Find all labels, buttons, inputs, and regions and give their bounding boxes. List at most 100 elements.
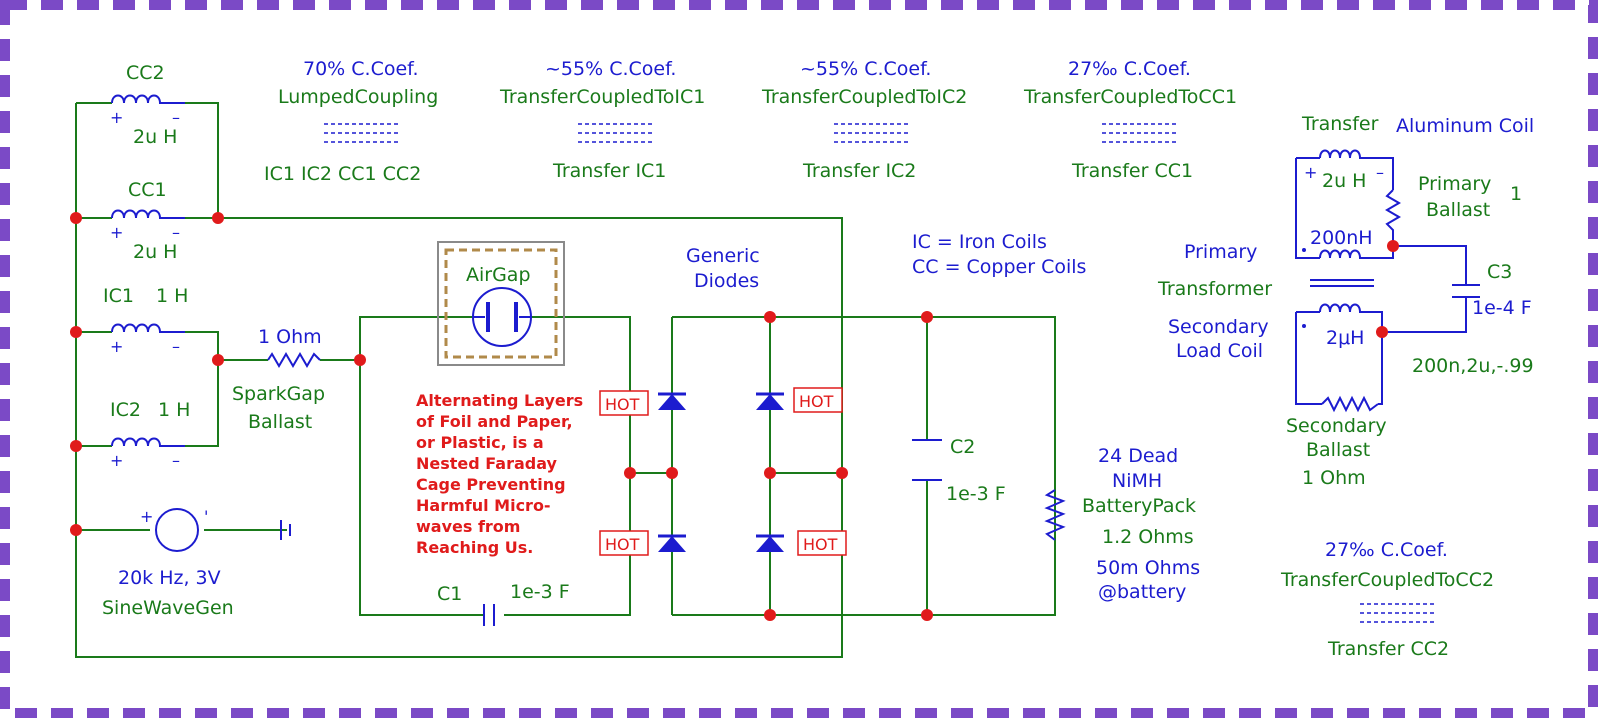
coupling-target: Transfer IC2	[802, 160, 916, 182]
sparkgap-label: SparkGap	[232, 383, 325, 405]
cc1-value: 2u H	[133, 241, 177, 263]
battery-line: NiMH	[1112, 470, 1162, 492]
primary-ballast-value: 1	[1510, 183, 1522, 205]
minus-mark: '	[204, 507, 208, 526]
secondary-inductance: 2μH	[1326, 327, 1364, 349]
c3-params: 200n,2u,-.99	[1412, 355, 1534, 377]
coupling-coef: ~55% C.Coef.	[545, 58, 676, 80]
coupling-target: IC1 IC2 CC1 CC2	[264, 163, 421, 185]
transfer-title: Transfer	[1301, 113, 1379, 135]
warning-line: Harmful Micro-	[416, 496, 551, 515]
warning-note: Alternating Layers of Foil and Paper, or…	[416, 391, 583, 557]
warning-line: of Foil and Paper,	[416, 412, 573, 431]
transfer-coil-value: 2u H	[1322, 170, 1366, 192]
diodes-label-1: Generic	[686, 245, 760, 267]
minus-mark: –	[172, 451, 180, 470]
hot-tag: HOT	[793, 387, 843, 413]
warning-line: Nested Faraday	[416, 454, 558, 473]
transfer-circuit: Transfer Aluminum Coil + 2u H – Primary …	[1157, 113, 1534, 489]
c3-label: C3	[1487, 261, 1512, 283]
coupling-type: TransferCoupledToCC1	[1023, 86, 1237, 108]
secondary-ballast-value: 1 Ohm	[1302, 467, 1366, 489]
airgap-loop	[359, 316, 631, 616]
plus-mark: +	[1304, 163, 1317, 182]
battery-line: 1.2 Ohms	[1102, 526, 1194, 548]
minus-mark: –	[172, 108, 180, 127]
coupling-type: TransferCoupledToIC1	[499, 86, 705, 108]
minus-mark: –	[172, 337, 180, 356]
legend-cc: CC = Copper Coils	[912, 256, 1086, 278]
coupling-cc1: 27‰ C.Coef. TransferCoupledToCC1 Transfe…	[1023, 58, 1237, 182]
c2-label: C2	[950, 436, 975, 458]
coupling-type: LumpedCoupling	[278, 86, 438, 108]
hot-tag: HOT	[599, 390, 649, 416]
primary-inductance: 200nH	[1310, 227, 1373, 249]
airgap-label: AirGap	[466, 264, 531, 286]
ic2-value: 1 H	[158, 399, 190, 421]
plus-mark: +	[110, 108, 123, 127]
cc2-value: 2u H	[133, 126, 177, 148]
plus-mark: +	[110, 223, 123, 242]
primary-ballast-label2: Ballast	[1426, 199, 1490, 221]
coupling-coef: 27‰ C.Coef.	[1325, 539, 1448, 561]
coupling-ic2: ~55% C.Coef. TransferCoupledToIC2 Transf…	[761, 58, 967, 182]
diodes: Generic Diodes	[658, 245, 784, 552]
coupling-coef: 70% C.Coef.	[303, 58, 419, 80]
hot-text: HOT	[605, 395, 640, 414]
ic2-label: IC2	[110, 399, 141, 421]
warning-line: Reaching Us.	[416, 538, 533, 557]
coupling-lumped: 70% C.Coef. LumpedCoupling IC1 IC2 CC1 C…	[264, 58, 438, 185]
battery-line: 24 Dead	[1098, 445, 1178, 467]
c1-label: C1	[437, 583, 462, 605]
secondary-label: Secondary	[1168, 316, 1269, 338]
diodes-label-2: Diodes	[694, 270, 759, 292]
generator-name: SineWaveGen	[102, 597, 234, 619]
battery-line: BatteryPack	[1082, 495, 1196, 517]
primary-ballast-label: Primary	[1418, 173, 1491, 195]
warning-line: Alternating Layers	[416, 391, 583, 410]
warning-line: waves from	[416, 517, 520, 536]
coupling-ic1: ~55% C.Coef. TransferCoupledToIC1 Transf…	[499, 58, 705, 182]
ballast-label: Ballast	[248, 411, 312, 433]
secondary-ballast-label: Secondary	[1286, 415, 1387, 437]
plus-mark: +	[110, 337, 123, 356]
sparkgap-ballast-value: 1 Ohm	[258, 326, 322, 348]
warning-line: Cage Preventing	[416, 475, 566, 494]
inductor-cc1: CC1 2u H + –	[110, 179, 185, 263]
coupling-type: TransferCoupledToIC2	[761, 86, 967, 108]
sparkgap-ballast-resistor: 1 Ohm SparkGap Ballast	[232, 326, 325, 433]
hot-tag: HOT	[797, 530, 847, 556]
c2-value: 1e-3 F	[946, 483, 1006, 505]
inductor-ic2: IC2 1 H + –	[110, 399, 190, 470]
diode-bridge-wires	[630, 316, 1056, 616]
battery-pack: 24 Dead NiMH BatteryPack 1.2 Ohms 50m Oh…	[1044, 440, 1200, 603]
transformer-label: Transformer	[1157, 278, 1272, 300]
hot-text: HOT	[605, 535, 640, 554]
inductor-cc2: CC2 2u H + –	[110, 62, 185, 148]
load-coil-label: Load Coil	[1176, 340, 1263, 362]
battery-line: @battery	[1098, 581, 1186, 603]
capacitor-c1: C1 1e-3 F	[437, 581, 570, 626]
generator-freq: 20k Hz, 3V	[118, 567, 221, 589]
minus-mark: –	[172, 223, 180, 242]
c1-value: 1e-3 F	[510, 581, 570, 603]
hot-text: HOT	[803, 535, 838, 554]
inductor-ic1: IC1 1 H + –	[103, 285, 188, 356]
airgap: AirGap	[437, 241, 565, 366]
coupling-target: Transfer CC1	[1071, 160, 1193, 182]
capacitor-c2: C2 1e-3 F	[912, 436, 1006, 505]
coupling-target: Transfer IC1	[552, 160, 666, 182]
hot-text: HOT	[799, 392, 834, 411]
c3-value: 1e-4 F	[1472, 297, 1532, 319]
secondary-ballast-label2: Ballast	[1306, 439, 1370, 461]
legend-ic: IC = Iron Coils	[912, 231, 1047, 253]
plus-mark: +	[140, 507, 153, 526]
sine-wave-generator: + ' 20k Hz, 3V SineWaveGen	[102, 507, 291, 619]
aluminum-coil-label: Aluminum Coil	[1396, 115, 1534, 137]
primary-label: Primary	[1184, 241, 1257, 263]
junction-nodes	[70, 212, 1399, 621]
ic1-value: 1 H	[156, 285, 188, 307]
legend: IC = Iron Coils CC = Copper Coils	[912, 231, 1086, 278]
